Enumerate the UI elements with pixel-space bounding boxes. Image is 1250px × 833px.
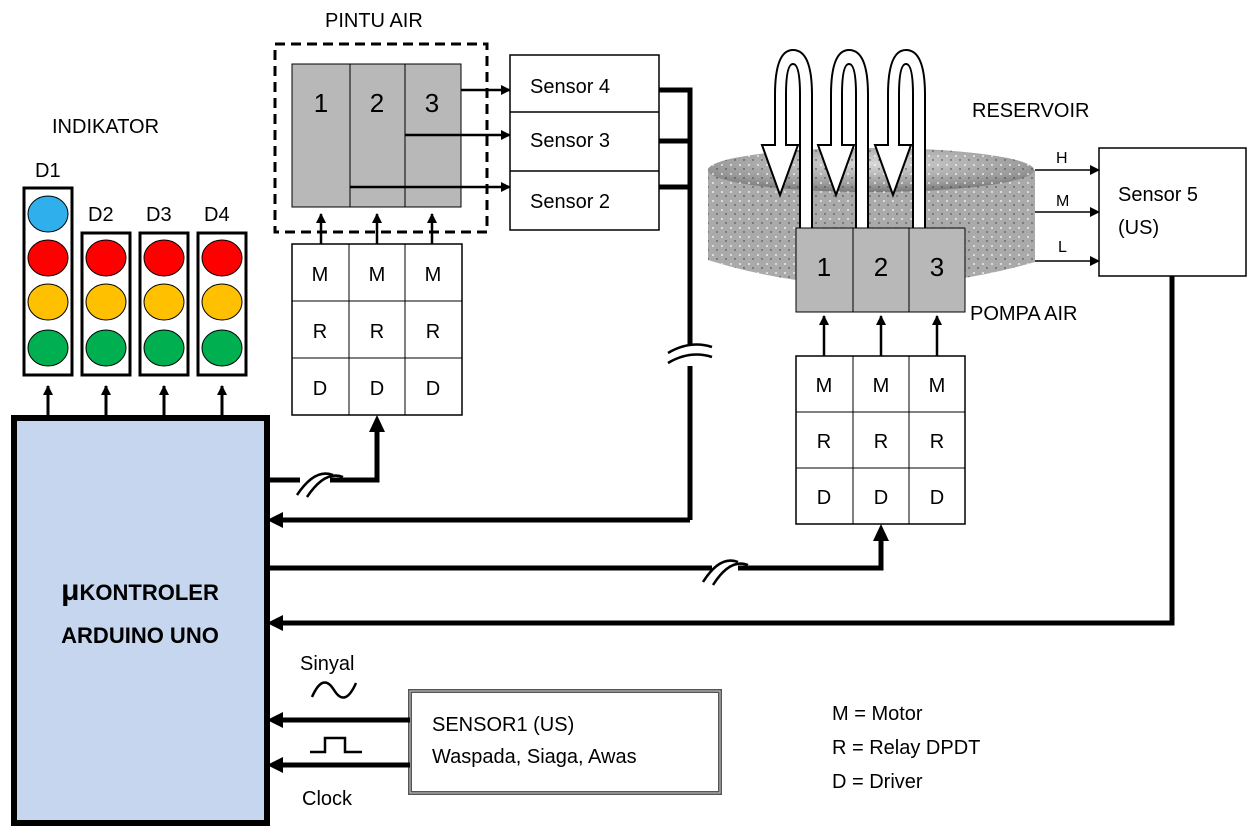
sensor-1-label: SENSOR1 (US) — [432, 714, 574, 736]
gate-2 — [349, 63, 406, 208]
svg-text:D: D — [370, 378, 384, 400]
pompa-air-label: POMPA AIR — [970, 303, 1077, 325]
lamp-yellow — [201, 283, 243, 321]
svg-text:M: M — [425, 264, 442, 286]
lamp-red — [143, 239, 185, 277]
legend-item: D = Driver — [832, 771, 923, 793]
sensor-1-states: Waspada, Siaga, Awas — [432, 746, 637, 768]
sensor-2-label: Sensor 2 — [530, 191, 610, 213]
pintu-air-label: PINTU AIR — [325, 10, 423, 32]
gate-driver-arrows — [316, 213, 437, 244]
svg-text:D: D — [817, 487, 831, 509]
svg-text:M: M — [369, 264, 386, 286]
svg-text:R: R — [930, 431, 944, 453]
lamp-red — [201, 239, 243, 277]
svg-text:M: M — [929, 375, 946, 397]
lamp-yellow — [143, 283, 185, 321]
level-m: M — [1056, 193, 1069, 210]
arrow-head — [267, 512, 283, 528]
svg-text:D: D — [930, 487, 944, 509]
square-wave-icon — [310, 736, 362, 754]
level-l: L — [1058, 239, 1067, 256]
pump-driver-table: M M M R R R D D D — [795, 355, 966, 525]
controller-title: μKONTROLER — [61, 574, 219, 607]
lamp-red — [85, 239, 127, 277]
gate-sensor-lines — [350, 85, 511, 192]
svg-text:R: R — [426, 321, 440, 343]
svg-text:R: R — [370, 321, 384, 343]
lamp-green — [85, 329, 127, 367]
lamp-yellow — [85, 283, 127, 321]
circulation-arrows — [760, 48, 926, 231]
svg-text:M: M — [312, 264, 329, 286]
sensor-3-label: Sensor 3 — [530, 130, 610, 152]
gate-number: 3 — [425, 88, 439, 118]
lamp-green — [143, 329, 185, 367]
legend: M = Motor R = Relay DPDT D = Driver — [832, 703, 980, 793]
sinyal-label: Sinyal — [300, 653, 354, 675]
sensor-bus — [282, 87, 693, 523]
arduino-controller: μKONTROLER ARDUINO UNO — [11, 415, 270, 826]
indicator-d3: D3 — [138, 204, 190, 377]
svg-text:R: R — [313, 321, 327, 343]
clock-label: Clock — [302, 788, 353, 810]
svg-text:M: M — [816, 375, 833, 397]
line-break-symbol — [701, 559, 749, 586]
sensor5-to-controller-line — [282, 276, 1175, 626]
svg-text:R: R — [874, 431, 888, 453]
controller-subtitle: ARDUINO UNO — [61, 623, 219, 648]
gate-1 — [291, 63, 351, 208]
gate-number: 1 — [314, 88, 328, 118]
sensor-5-label: Sensor 5 — [1118, 184, 1198, 206]
pump-3 — [908, 227, 966, 313]
indicator-d4: D4 — [196, 204, 248, 377]
legend-item: R = Relay DPDT — [832, 737, 980, 759]
pump-number: 2 — [874, 252, 888, 282]
lamp-red — [27, 239, 69, 277]
indicator-label-d4: D4 — [204, 204, 230, 226]
sensor-stack: Sensor 4 Sensor 3 Sensor 2 — [509, 54, 660, 231]
lamp-blue — [27, 195, 69, 233]
controller-to-pump-line — [267, 540, 884, 571]
sensor-5-sublabel: (US) — [1118, 217, 1159, 239]
gate-driver-table: M M M R R R D D D — [291, 243, 463, 416]
pump-number: 1 — [817, 252, 831, 282]
sensor1-lines — [282, 717, 410, 768]
indicator-d1: D1 — [22, 160, 74, 377]
controller-to-gate-line — [267, 430, 380, 483]
indicator-arrows — [43, 385, 227, 418]
reservoir-label: RESERVOIR — [972, 100, 1089, 122]
line-break-symbol — [667, 343, 713, 365]
svg-text:D: D — [426, 378, 440, 400]
indicator-label-d3: D3 — [146, 204, 172, 226]
legend-item: M = Motor — [832, 703, 923, 725]
svg-text:D: D — [874, 487, 888, 509]
pump-2 — [852, 227, 910, 313]
gate-dashed-frame — [273, 42, 489, 234]
gate-number: 2 — [370, 88, 384, 118]
indicator-label-d1: D1 — [35, 160, 61, 182]
pompa-air-group: 1 2 3 — [795, 227, 966, 313]
sensor-1: SENSOR1 (US) Waspada, Siaga, Awas — [408, 689, 722, 795]
lamp-green — [201, 329, 243, 367]
level-lines — [1035, 165, 1100, 266]
svg-text:M: M — [873, 375, 890, 397]
pump-number: 3 — [930, 252, 944, 282]
pump-driver-arrows — [819, 315, 942, 356]
indicator-label-d2: D2 — [88, 204, 114, 226]
line-break-symbol — [295, 472, 344, 498]
lamp-green — [27, 329, 69, 367]
lamp-yellow — [27, 283, 69, 321]
sine-wave-icon — [310, 681, 358, 699]
sensor-4-label: Sensor 4 — [530, 76, 610, 98]
indicator-d2: D2 — [80, 204, 132, 377]
svg-text:D: D — [313, 378, 327, 400]
sensor-5: Sensor 5 (US) — [1098, 147, 1247, 277]
pintu-air-group: 1 2 3 — [273, 42, 489, 234]
level-h: H — [1056, 150, 1068, 167]
svg-text:R: R — [817, 431, 831, 453]
indikator-label: INDIKATOR — [52, 116, 159, 138]
